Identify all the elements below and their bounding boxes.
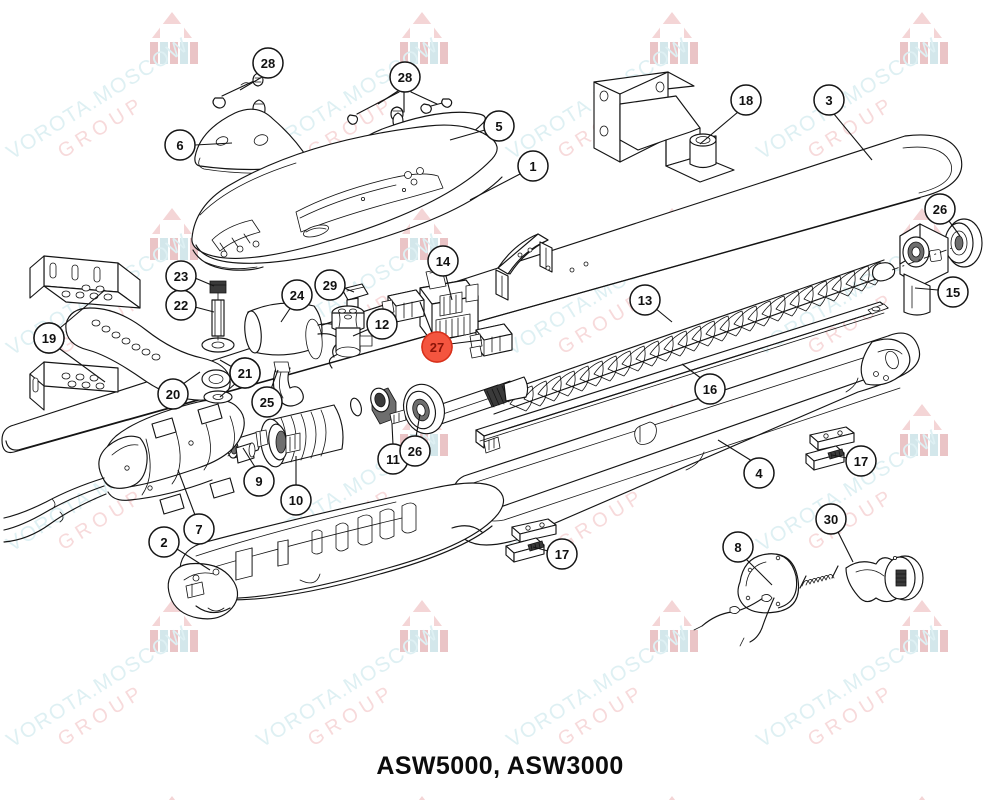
part-11-worm-end-fitting [350,387,407,425]
callout-29[interactable]: 29 [314,269,346,301]
callout-8[interactable]: 8 [722,531,754,563]
callout-16[interactable]: 16 [694,373,726,405]
callout-label-9: 9 [255,474,262,489]
callout-label-28: 28 [398,70,412,85]
callout-13[interactable]: 13 [629,284,661,316]
callout-9[interactable]: 9 [243,465,275,497]
callout-label-22: 22 [174,298,188,313]
callout-label-14: 14 [436,254,451,269]
callout-6[interactable]: 6 [164,129,196,161]
part-2-lower-housing [167,482,505,620]
callout-5[interactable]: 5 [483,110,515,142]
callout-label-26: 26 [933,202,947,217]
callout-20[interactable]: 20 [157,378,189,410]
callout-label-3: 3 [825,93,832,108]
callout-18[interactable]: 18 [730,84,762,116]
callout-label-30: 30 [824,512,838,527]
callout-leader-30 [837,531,854,563]
part-22-pivot-pin [211,299,225,337]
callout-leader-18 [699,111,739,145]
callout-label-17: 17 [555,547,569,562]
callout-label-15: 15 [946,285,960,300]
callout-1[interactable]: 1 [517,150,549,182]
callout-label-21: 21 [238,366,252,381]
callout-leader-28 [377,90,399,105]
part-30-end-plate [884,555,924,601]
callout-label-6: 6 [176,138,183,153]
callout-24[interactable]: 24 [281,279,313,311]
callout-label-26: 26 [408,444,422,459]
callout-23[interactable]: 23 [165,260,197,292]
callout-label-23: 23 [174,269,188,284]
callout-12[interactable]: 12 [366,308,398,340]
part-30-spring [799,565,839,589]
part-19-angle-plates-upper [29,255,141,309]
callout-leader-13 [654,307,673,323]
callout-label-16: 16 [703,382,717,397]
callout-label-12: 12 [375,317,389,332]
callout-leader-1 [469,173,521,201]
callout-10[interactable]: 10 [280,484,312,516]
callout-26[interactable]: 26 [924,193,956,225]
callout-15[interactable]: 15 [937,276,969,308]
callout-label-2: 2 [160,535,167,550]
part-26-ball-bearing-right [944,218,983,268]
callout-label-4: 4 [755,466,763,481]
callout-leader-11 [391,423,394,446]
callout-7[interactable]: 7 [183,513,215,545]
callout-4[interactable]: 4 [743,457,775,489]
callout-28b[interactable]: 28 [389,61,421,93]
callout-22[interactable]: 22 [165,289,197,321]
callout-2[interactable]: 2 [148,526,180,558]
callout-27b[interactable]: 27 [421,331,453,363]
callout-25[interactable]: 25 [251,386,283,418]
callout-30[interactable]: 30 [815,503,847,535]
part-18-wall-bracket [593,71,735,183]
callout-label-29: 29 [323,278,337,293]
diagram-caption: ASW5000, ASW3000 [376,752,624,780]
part-23-pin-cap-nut [209,280,227,294]
callout-label-20: 20 [166,387,180,402]
callout-label-5: 5 [495,119,502,134]
callout-leader-22 [194,306,215,313]
callout-label-17: 17 [854,454,868,469]
callout-label-19: 19 [42,331,56,346]
callout-17[interactable]: 17 [546,538,578,570]
callout-17b[interactable]: 17 [845,445,877,477]
callout-label-25: 25 [260,395,274,410]
part-26-ball-bearing-center [403,383,445,435]
callout-19b[interactable]: 19 [33,322,65,354]
callout-label-13: 13 [638,293,652,308]
callout-21b[interactable]: 21 [229,357,261,389]
callout-label-7: 7 [195,522,202,537]
part-8-brake-coil [693,553,800,647]
callout-label-28: 28 [261,56,275,71]
callout-label-10: 10 [289,493,303,508]
callout-label-1: 1 [529,159,536,174]
callout-28[interactable]: 28 [252,47,284,79]
callout-label-24: 24 [290,288,305,303]
callout-3[interactable]: 3 [813,84,845,116]
callout-label-27: 27 [430,340,444,355]
callout-26b[interactable]: 26 [399,435,431,467]
callout-14[interactable]: 14 [427,245,459,277]
callout-label-11: 11 [386,452,400,467]
callout-label-8: 8 [734,540,741,555]
callout-label-18: 18 [739,93,753,108]
